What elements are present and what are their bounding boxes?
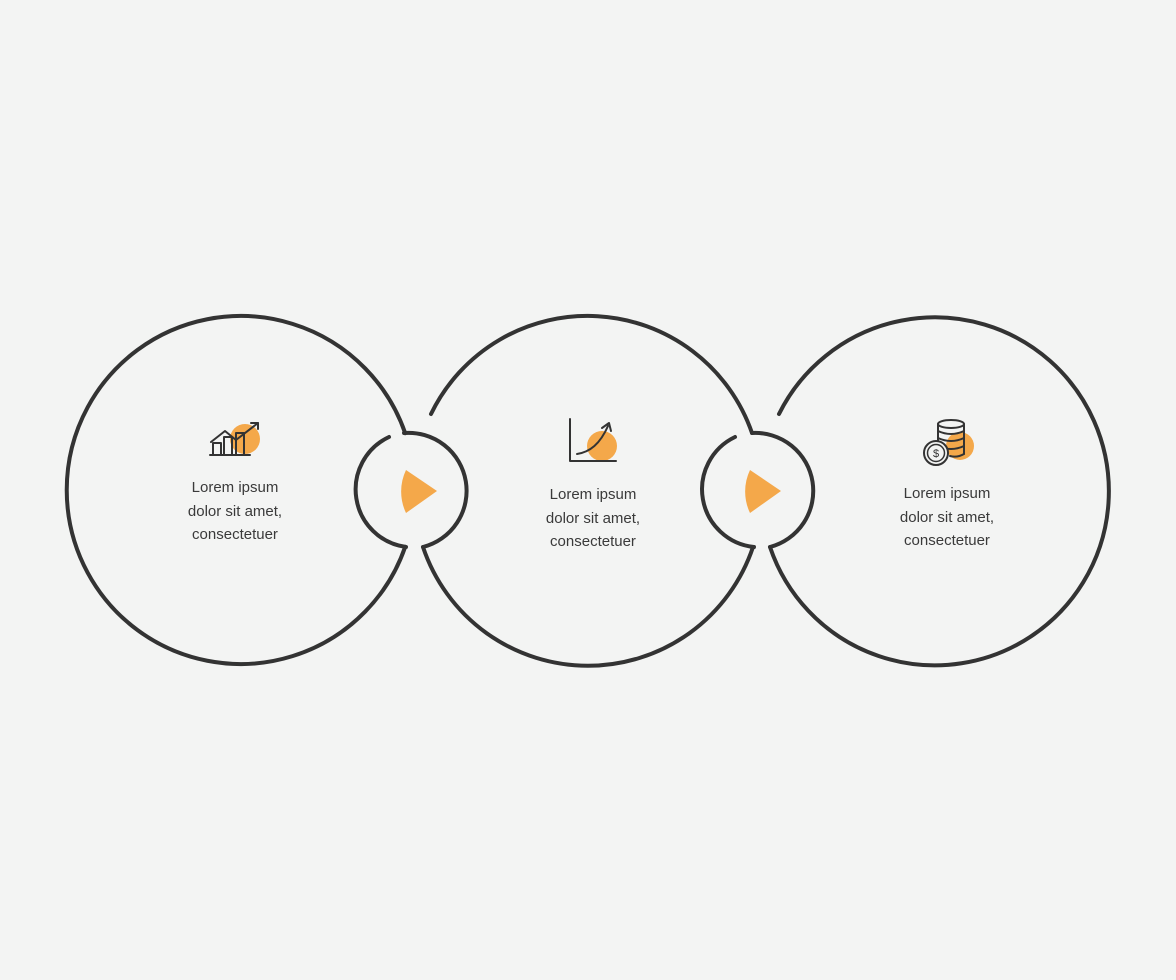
step-3-line-1: Lorem ipsum — [903, 485, 991, 502]
step-2-circle — [429, 313, 754, 435]
step-3-circle — [768, 315, 1111, 668]
step-1-circle — [64, 314, 408, 666]
connector-2-ring-right — [750, 430, 816, 549]
connector-2-ring — [700, 435, 756, 549]
connector-1-ring — [353, 435, 408, 549]
step-3-line-2: dolor sit amet, — [899, 508, 995, 526]
connector-2-arrow — [745, 470, 781, 513]
connector-1-arrow — [401, 470, 437, 513]
connector-1-ring-right — [402, 430, 469, 549]
step-2-line-1: Lorem ipsum — [549, 486, 637, 503]
step-1-line-3: consectetuer — [192, 526, 278, 543]
step-2-line-3: consectetuer — [550, 533, 636, 550]
coin-stack-dollar-icon: $ — [923, 419, 974, 466]
step-2-line-2: dolor sit amet, — [545, 509, 641, 527]
step-2-text: Lorem ipsum dolor sit amet, consectetuer — [493, 483, 693, 554]
step-1-text: Lorem ipsum dolor sit amet, consectetuer — [135, 476, 335, 547]
step-1-line-1: Lorem ipsum — [191, 479, 279, 496]
step-2-circle-lower — [421, 545, 755, 668]
growth-chart-arrow-icon — [569, 418, 617, 462]
bar-chart-trend-icon — [209, 422, 260, 456]
step-3-text: Lorem ipsum dolor sit amet, consectetuer — [847, 482, 1047, 553]
step-3-line-3: consectetuer — [904, 532, 990, 549]
step-1-line-2: dolor sit amet, — [187, 502, 283, 520]
svg-text:$: $ — [933, 448, 939, 460]
